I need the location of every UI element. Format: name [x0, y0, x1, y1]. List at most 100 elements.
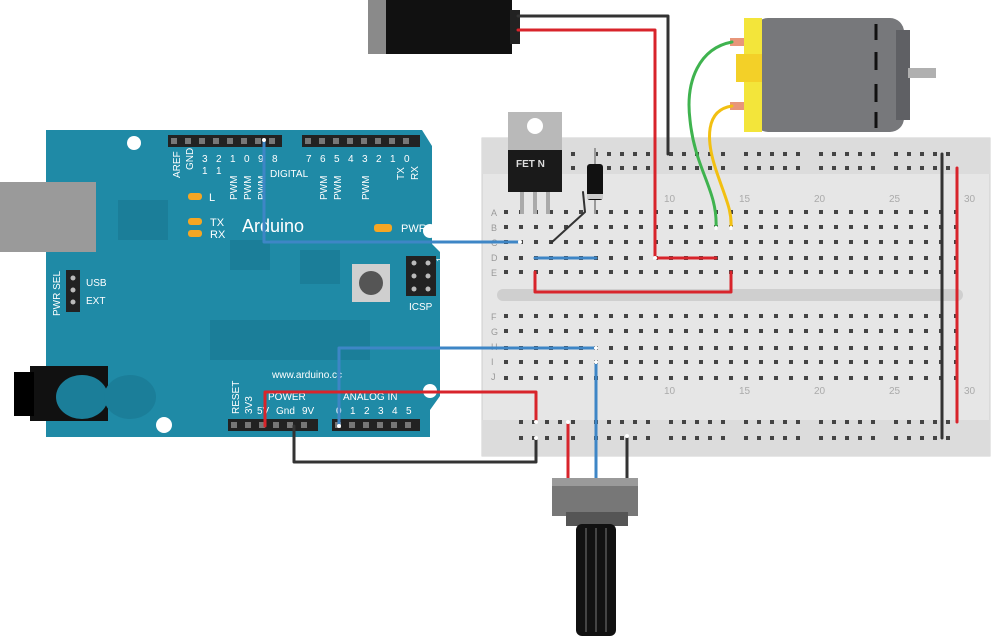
status-leds: L TX RX PWR: [188, 192, 427, 241]
ext-label: EXT: [86, 296, 105, 307]
pin-number: 1: [390, 154, 396, 165]
row-letter: J: [491, 372, 496, 382]
icsp-header: ICSP 1: [406, 256, 445, 313]
wire-black: [550, 191, 586, 244]
wire-green: [687, 40, 734, 230]
pin-number: 5: [334, 154, 340, 165]
pin-number: 4: [348, 154, 354, 165]
icsp-number: 1: [435, 257, 445, 262]
rx-led-label: RX: [210, 229, 226, 241]
reset-button[interactable]: [352, 264, 390, 302]
l-led: [188, 193, 202, 200]
digital-pins: [171, 138, 409, 144]
digital-header-left: [168, 135, 282, 147]
pwm-label: PWM: [229, 176, 240, 200]
digital-labels: AREF GND 3 2 1 0 9 8 1 1 7 6 5 4 3 2 1 0…: [172, 148, 421, 200]
power-title: POWER: [268, 392, 306, 403]
wire-yellow: [708, 104, 734, 230]
pin-number: 0: [244, 154, 250, 165]
row-letter: D: [491, 253, 498, 263]
pin-number: 1: [216, 166, 222, 177]
potentiometer[interactable]: [552, 478, 638, 636]
reset-label: RESET: [231, 381, 242, 414]
pin-number: 2: [216, 154, 222, 165]
v5-label: 5V: [257, 406, 270, 417]
pin-number: 2: [376, 154, 382, 165]
pwm-label: PWM: [333, 176, 344, 200]
column-number: 20: [814, 194, 826, 205]
transistor-label: FET N: [516, 159, 545, 170]
pin-number: 1: [202, 166, 208, 177]
breadboard: A B C D E F G H I J 10 15 20 25 30 10 15…: [481, 137, 991, 457]
analog-pin-label: 1: [350, 406, 356, 417]
column-number: 30: [964, 386, 976, 397]
wire-blue: [337, 346, 598, 428]
column-numbers-top: 10 15 20 25 30: [664, 194, 976, 205]
dc-power-jack: [368, 0, 520, 54]
power-select-jumper: PWR SEL USB EXT: [52, 270, 107, 316]
pwm-label: PWM: [243, 176, 254, 200]
digital-label: DIGITAL: [270, 169, 309, 180]
column-number: 25: [889, 386, 901, 397]
wire-red: [533, 270, 733, 294]
arduino-brand: Arduino: [242, 216, 304, 236]
row-letter: G: [491, 327, 498, 337]
column-number: 25: [889, 194, 901, 205]
analog-pin-label: 3: [378, 406, 384, 417]
rx-led: [188, 230, 202, 237]
column-number: 15: [739, 194, 751, 205]
column-numbers-bottom: 10 15 20 25 30: [664, 386, 976, 397]
wire-red: [516, 28, 657, 260]
usb-label: USB: [86, 278, 107, 289]
wire-black: [292, 424, 538, 464]
pwm-label: PWM: [319, 176, 330, 200]
connection-dots: [262, 138, 733, 440]
column-number: 10: [664, 386, 676, 397]
pin-number: 3: [202, 154, 208, 165]
analog-pin-label: 5: [406, 406, 412, 417]
wire-blue: [262, 138, 522, 244]
analog-pin-label: 4: [392, 406, 398, 417]
analog-title: ANALOG IN: [343, 392, 397, 403]
tx-led-label: TX: [210, 217, 225, 229]
v9-label: 9V: [302, 406, 315, 417]
tx-led: [188, 218, 202, 225]
arduino-board: AREF GND 3 2 1 0 9 8 1 1 7 6 5 4 3 2 1 0…: [0, 130, 445, 437]
fet-transistor: FET N: [508, 112, 562, 214]
wire-black: [516, 14, 670, 156]
row-letter: B: [491, 223, 497, 233]
gnd-label: Gnd: [276, 406, 295, 417]
gnd-label: GND: [185, 148, 196, 170]
pin-number: 3: [362, 154, 368, 165]
icsp-label: ICSP: [409, 302, 433, 313]
column-number: 15: [739, 386, 751, 397]
row-letter: A: [491, 208, 497, 218]
website-label: www.arduino.cc: [271, 370, 342, 381]
pin-number: 0: [404, 154, 410, 165]
l-led-label: L: [209, 192, 215, 204]
pin-number: 9: [258, 154, 264, 165]
row-letter: F: [491, 312, 497, 322]
column-number: 20: [814, 386, 826, 397]
rx-label: RX: [410, 166, 421, 180]
tx-label: TX: [396, 167, 407, 180]
pwm-label: PWM: [361, 176, 372, 200]
pwr-led: [374, 224, 392, 232]
pin-number: 6: [320, 154, 326, 165]
pwr-led-label: PWR: [401, 223, 427, 235]
diode: [587, 148, 603, 214]
pin-number: 7: [306, 154, 312, 165]
dc-motor: [730, 18, 936, 132]
aref-label: AREF: [172, 151, 183, 178]
row-letter: E: [491, 268, 497, 278]
column-number: 10: [664, 194, 676, 205]
wire-red: [263, 390, 538, 428]
pwr-sel-label: PWR SEL: [52, 271, 63, 316]
row-letter: I: [491, 357, 494, 367]
analog-pin-label: 2: [364, 406, 370, 417]
pin-number: 8: [272, 154, 278, 165]
column-number: 30: [964, 194, 976, 205]
pin-number: 1: [230, 154, 236, 165]
v33-label: 3V3: [244, 396, 255, 414]
